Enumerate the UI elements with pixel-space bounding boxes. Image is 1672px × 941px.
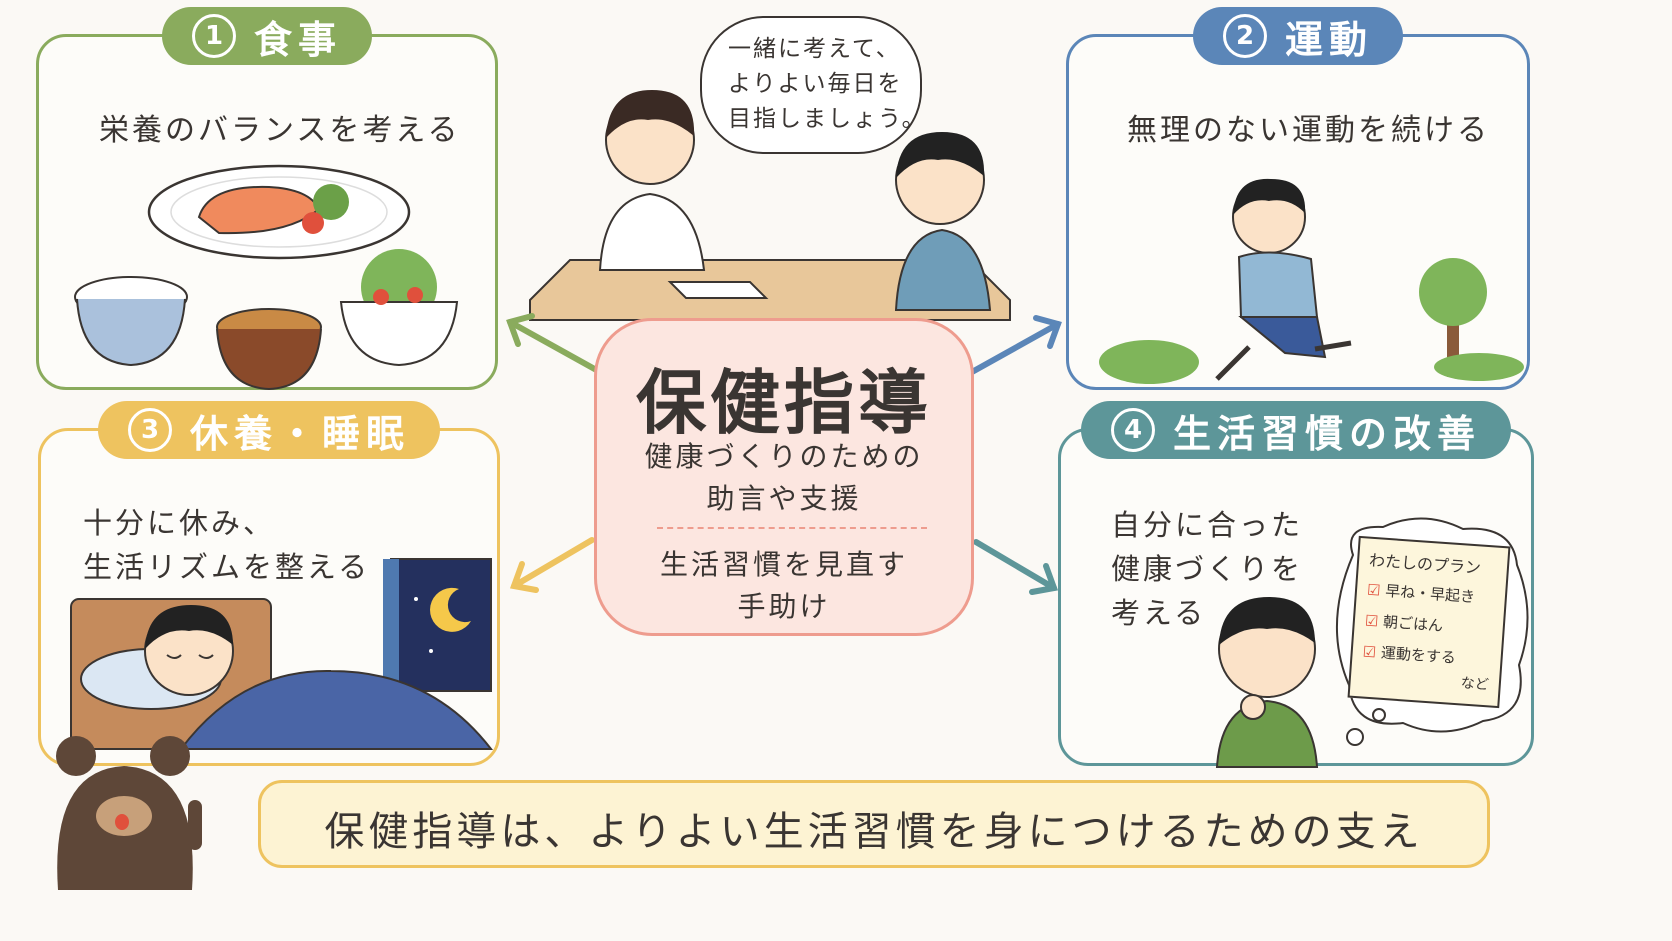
doctor-speech-bubble: 一緒に考えて、 よりよい毎日を 目指しましょう。 (700, 16, 925, 154)
center-line4: 手助け (737, 590, 831, 623)
meal-illustration (74, 164, 459, 391)
plan-item-2: ☑ 朝ごはん (1364, 611, 1444, 635)
panel-rest-text: 十分に休み、 生活リズムを整える (83, 506, 371, 584)
panel-meal: 1 食事 栄養のバランスを考える (36, 7, 498, 391)
plan-title: わたしのプラン (1368, 550, 1482, 578)
center-box: 保健指導 健康づくりのための 助言や支援 生活習慣を見直す 手助け (594, 318, 974, 636)
panel-rest: 3 休養・睡眠 十分に休み、 生活リズムを整える (38, 401, 500, 766)
bear-mascot-icon (56, 736, 202, 890)
number-badge-1: 1 (191, 14, 236, 58)
salmon-plate-icon (147, 164, 411, 260)
center-title: 保健指導 (636, 362, 932, 444)
running-boy-illustration (1099, 178, 1524, 384)
checkbox-checked-icon: ☑ (1366, 580, 1382, 600)
center-line1: 健康づくりのための (644, 440, 924, 473)
speech-text: 一緒に考えて、 よりよい毎日を 目指しましょう。 (728, 36, 927, 132)
panel-exercise-subtitle: 無理のない運動を続ける (1127, 113, 1490, 148)
center-divider (657, 527, 927, 529)
boy-patient-icon (894, 132, 992, 311)
checkbox-checked-icon: ☑ (1362, 642, 1377, 662)
panel-habit-text: 自分に合った 健康づくりを 考える (1111, 508, 1304, 630)
bush-icon (1099, 340, 1199, 384)
arrow-to-habit (973, 539, 1059, 595)
number-badge-3: 3 (127, 408, 172, 452)
panel-habit-title: 4 生活習慣の改善 (1080, 401, 1512, 459)
miso-soup-icon (216, 308, 322, 391)
running-boy-icon (1215, 178, 1352, 381)
rice-bowl-icon (74, 276, 188, 367)
checkbox-checked-icon: ☑ (1364, 611, 1379, 631)
salad-bowl-icon (339, 249, 459, 367)
night-window-icon (383, 558, 492, 694)
clipboard-icon (667, 281, 769, 299)
footer-banner: 保健指導は、よりよい生活習慣を身につけるための支え (258, 780, 1490, 868)
plan-checklist: わたしのプラン ☑ 早ね・早起き ☑ 朝ごはん ☑ 運動をする など (1347, 535, 1511, 709)
doctor-icon (598, 90, 706, 271)
blanket-icon (178, 669, 494, 750)
consultation-illustration (529, 90, 1011, 321)
arrow-to-rest (509, 537, 595, 593)
number-badge-2: 2 (1222, 14, 1267, 58)
sleeping-boy-illustration (70, 558, 494, 750)
panel-exercise: 2 運動 無理のない運動を続ける (1066, 7, 1530, 390)
thinking-boy-icon (1215, 597, 1319, 768)
tree-icon (1419, 258, 1524, 381)
panel-rest-title: 3 休養・睡眠 (97, 401, 441, 459)
center-line3: 生活習慣を見直す (659, 548, 908, 581)
panel-meal-subtitle: 栄養のバランスを考える (99, 113, 461, 148)
footer-message: 保健指導は、よりよい生活習慣を身につけるための支え (324, 809, 1424, 855)
panel-exercise-title: 2 運動 (1192, 7, 1404, 65)
panel-meal-title: 1 食事 (161, 7, 373, 65)
plan-item-1: ☑ 早ね・早起き (1366, 580, 1476, 607)
number-badge-4: 4 (1110, 408, 1155, 452)
sleeping-boy-icon (144, 605, 234, 696)
center-line2: 助言や支援 (706, 482, 862, 515)
panel-habit: 4 生活習慣の改善 自分に合った 健康づくりを 考える わたしのプラン ☑ 早ね… (1058, 401, 1534, 768)
plan-etc: など (1460, 675, 1490, 694)
